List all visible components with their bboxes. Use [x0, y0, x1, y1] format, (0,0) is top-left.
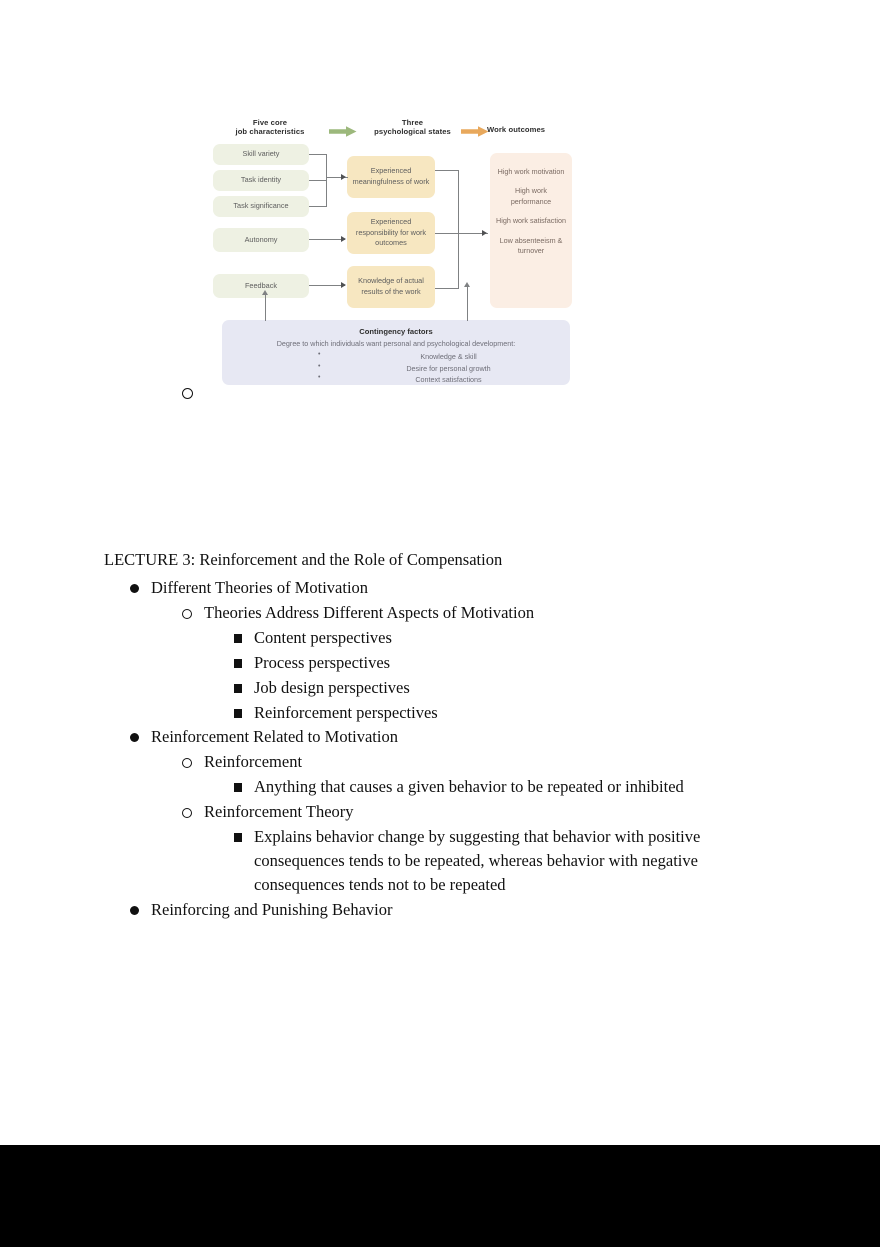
node-task-significance: Task significance: [213, 196, 309, 217]
square-bullet-icon: [234, 683, 242, 693]
square-bullet-icon: [234, 833, 242, 843]
list-item-label: Reinforcement Related to Motivation: [151, 727, 398, 747]
list-item-label: Content perspectives: [254, 627, 392, 647]
list-item: Reinforcement: [104, 750, 804, 774]
list-item: Reinforcement perspectives: [104, 701, 804, 725]
list-item-label: Job design perspectives: [254, 677, 410, 697]
list-item-label: Anything that causes a given behavior to…: [254, 777, 684, 797]
outcome-item: High work performance: [510, 186, 552, 206]
contingency-title: Contingency factors: [359, 327, 433, 336]
node-knowledge-of-results: Knowledge of actual results of the work: [347, 266, 435, 308]
empty-outline-bullet: [182, 388, 193, 399]
list-item: Different Theories of Motivation: [104, 576, 804, 600]
outcome-item: Low absenteeism & turnover: [499, 235, 563, 256]
list-item-label: Reinforcing and Punishing Behavior: [151, 899, 393, 919]
arrow-tip-contingency-left: [262, 290, 269, 295]
connector-contingency-right: [467, 286, 469, 321]
orange-arrow-icon: [461, 126, 489, 137]
square-bullet-icon: [234, 658, 242, 668]
list-item-label: Explains behavior change by suggesting t…: [254, 827, 701, 894]
list-item-label: Process perspectives: [254, 652, 391, 672]
connector-bracket-outcomes: [458, 170, 460, 289]
list-item: Content perspectives: [104, 626, 804, 650]
list-item: Explains behavior change by suggesting t…: [104, 825, 804, 897]
connector-task-identity: [309, 180, 327, 182]
disc-bullet-icon: [130, 583, 139, 593]
connector-responsibility-out: [435, 233, 459, 235]
disc-bullet-icon: [130, 733, 139, 743]
arrow-tip-knowledge: [341, 282, 346, 289]
connector-contingency-left: [265, 294, 267, 321]
connector-autonomy: [309, 239, 345, 241]
list-item: Reinforcement Theory: [104, 800, 804, 824]
green-arrow-icon: [329, 126, 357, 137]
list-item: Theories Address Different Aspects of Mo…: [104, 601, 804, 625]
connector-task-significance: [309, 206, 327, 208]
arrow-tip-outcomes: [482, 230, 487, 237]
contingency-list: Knowledge & skill Desire for personal gr…: [222, 350, 570, 385]
contingency-item: Context satisfactions: [318, 373, 570, 385]
list-item-label: Reinforcement: [204, 752, 303, 772]
node-experienced-meaningfulness: Experienced meaningfulness of work: [347, 156, 435, 198]
list-item-label: Theories Address Different Aspects of Mo…: [204, 602, 535, 622]
circle-bullet-icon: [182, 758, 192, 769]
arrow-tip-responsibility: [341, 236, 346, 243]
arrow-tip-contingency-right: [464, 282, 471, 287]
square-bullet-icon: [234, 633, 242, 643]
contingency-item: Knowledge & skill: [318, 350, 570, 362]
arrow-tip-meaningfulness: [341, 173, 346, 180]
node-task-identity: Task identity: [213, 170, 309, 191]
node-work-outcomes: High work motivation High work performan…: [490, 153, 572, 308]
circle-bullet-icon: [182, 608, 192, 619]
contingency-item: Desire for personal growth: [318, 362, 570, 374]
list-item: Job design perspectives: [104, 676, 804, 700]
node-skill-variety: Skill variety: [213, 144, 309, 165]
bottom-black-band: [0, 1145, 880, 1247]
lecture-notes: LECTURE 3: Reinforcement and the Role of…: [104, 548, 804, 923]
connector-feedback: [309, 285, 345, 287]
node-experienced-responsibility: Experienced responsibility for work outc…: [347, 212, 435, 254]
list-item: Reinforcement Related to Motivation: [104, 725, 804, 749]
square-bullet-icon: [234, 708, 242, 718]
page-title: LECTURE 3: Reinforcement and the Role of…: [104, 550, 503, 569]
list-item: Reinforcing and Punishing Behavior: [104, 898, 804, 922]
list-item-label: Different Theories of Motivation: [151, 577, 369, 597]
list-item: Process perspectives: [104, 651, 804, 675]
list-item: Anything that causes a given behavior to…: [104, 775, 804, 799]
node-autonomy: Autonomy: [213, 228, 309, 252]
outcome-item: High work satisfaction: [496, 216, 566, 226]
contingency-subtitle: Degree to which individuals want persona…: [276, 339, 516, 348]
square-bullet-icon: [234, 783, 242, 793]
connector-knowledge-out: [435, 288, 459, 290]
circle-bullet-icon: [182, 808, 192, 819]
outcome-item: High work motivation: [497, 167, 565, 176]
connector-into-meaningfulness: [326, 176, 348, 178]
node-feedback: Feedback: [213, 274, 309, 298]
connector-meaningfulness-out: [435, 170, 459, 172]
node-contingency-factors: Contingency factors Degree to which indi…: [222, 320, 570, 385]
connector-into-outcomes: [458, 233, 488, 235]
diagram-header-work-outcomes: Work outcomes: [487, 125, 546, 134]
list-item-label: Reinforcement perspectives: [254, 702, 438, 722]
list-item-label: Reinforcement Theory: [204, 802, 354, 822]
connector-skill-variety: [309, 154, 327, 156]
disc-bullet-icon: [130, 905, 139, 915]
connector-bracket-meaningfulness: [326, 154, 328, 207]
